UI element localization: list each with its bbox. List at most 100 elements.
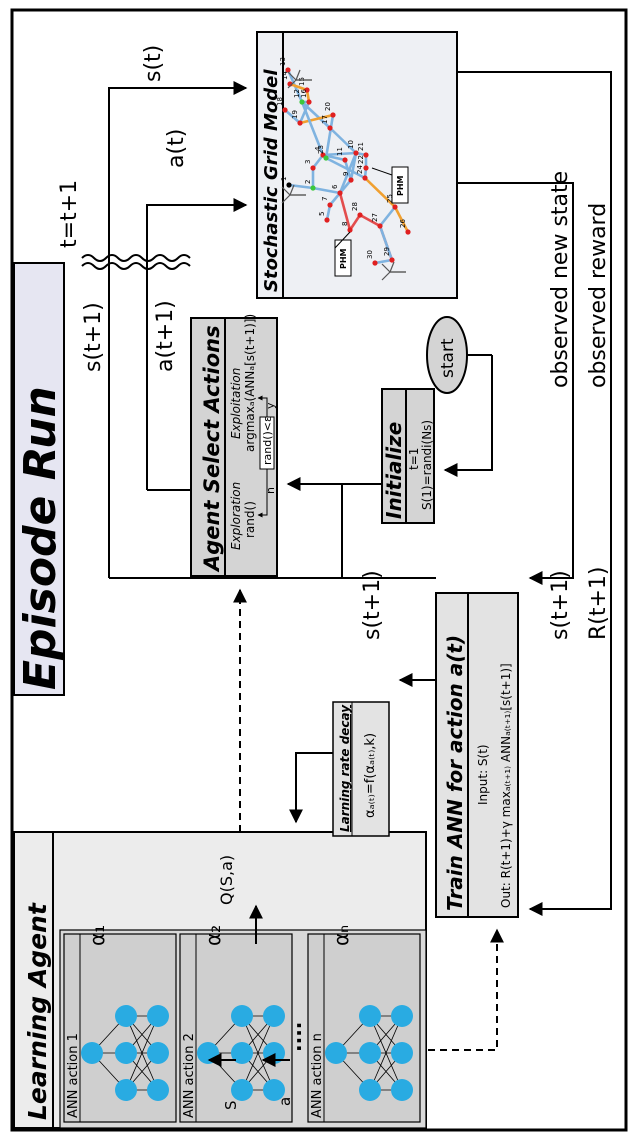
ann-input-neuron [391, 1079, 413, 1101]
exploration-fn: rand() [243, 501, 257, 538]
train-input: Input: S(t) [476, 744, 490, 805]
grid-bus-label: 17 [321, 115, 329, 124]
label-observed-reward: observed reward [586, 203, 611, 388]
grid-line [329, 192, 341, 206]
branch-yes-arrow [257, 395, 268, 417]
input-a-label: a [276, 1097, 294, 1106]
grid-bus-node [347, 227, 353, 233]
select-actions-box: Agent Select Actions Exploration rand() … [190, 314, 278, 577]
ann-hidden-neuron [231, 1005, 253, 1027]
label-s-t1-mid: s(t+1) [360, 570, 385, 640]
grid-bus-node [330, 112, 336, 118]
initialize-box: Initialize t=1 S(1)=randi(Ns) [381, 388, 435, 524]
grid-bus-node [363, 152, 369, 158]
grid-bus-label: 18 [276, 97, 284, 106]
initialize-line1: t=1 [407, 448, 421, 470]
alpha-2: α₂ [201, 925, 225, 946]
label-s-t: s(t) [141, 45, 166, 82]
wind-turbine-icon [287, 69, 312, 89]
grid-bus-node [327, 125, 333, 131]
grid-bus-node [348, 177, 354, 183]
lr-decay-title: Larning rate decay [338, 704, 352, 832]
grid-line [299, 113, 334, 125]
start-label: start [438, 338, 458, 378]
grid-bus-node [357, 212, 363, 218]
grid-line [312, 186, 341, 195]
grid-line [322, 151, 357, 157]
ann-hidden-neuron [359, 1005, 381, 1027]
grid-bus-node [306, 99, 312, 105]
ann-hidden-neuron [231, 1042, 253, 1064]
arrow-lr-agent [289, 752, 333, 824]
arrow-a-t [146, 198, 248, 490]
branch-no-label: n [264, 487, 277, 494]
phm-label: PHM [339, 248, 348, 269]
grid-bus-node [377, 223, 383, 229]
grid-network: 1234567891011121314151617181920212223242… [276, 57, 411, 281]
grid-line [298, 101, 311, 124]
wind-turbine-icon [281, 184, 306, 204]
learning-agent-title: Learning Agent [23, 902, 52, 1120]
grid-line [359, 213, 381, 228]
lr-decay-box: Larning rate decay αₐ₍ₜ₎=f(αₐ₍ₜ₎,k) [332, 701, 390, 837]
dashed-agent-train [428, 928, 504, 1051]
grid-bus-label: 29 [383, 247, 391, 256]
ann-output-neuron [325, 1042, 347, 1064]
ann-input-neuron [263, 1005, 285, 1027]
episode-run-title: Episode Run [15, 386, 66, 690]
initialize-line2: S(1)=randi(Ns) [420, 420, 434, 510]
grid-bus-node [286, 182, 292, 188]
ann-input-neuron [263, 1079, 285, 1101]
grid-bus-label: 26 [399, 219, 407, 228]
ann-label-1: ANN action 1 [66, 1033, 81, 1118]
grid-bus-label: 2 [304, 180, 312, 184]
grid-bus-label: 13 [279, 57, 287, 66]
start-node: start [426, 316, 468, 394]
ann-input-neuron [147, 1042, 169, 1064]
ann-ellipsis: .... [282, 1022, 306, 1052]
arrow-s-t [108, 81, 248, 578]
grid-line [374, 258, 393, 265]
grid-bus-label: 27 [371, 213, 379, 222]
arrow-observed-reward [457, 71, 612, 916]
grid-bus-label: 15 [298, 77, 306, 86]
grid-bus-node [310, 185, 316, 191]
ann-input-neuron [391, 1005, 413, 1027]
ann-label-n: ANN action n [310, 1033, 325, 1118]
ann-hidden-neuron [359, 1079, 381, 1101]
grid-bus-label: 20 [324, 102, 332, 111]
grid-bus-label: 28 [351, 202, 359, 211]
lr-decay-formula: αₐ₍ₜ₎=f(αₐ₍ₜ₎,k) [363, 733, 378, 818]
grid-bus-node [372, 260, 378, 266]
ann-hidden-neuron [231, 1079, 253, 1101]
grid-bus-node [362, 175, 368, 181]
grid-bus-label: 9 [342, 172, 350, 176]
grid-bus-node [405, 229, 411, 235]
label-observed-new-state: observed new state [548, 171, 573, 388]
grid-line [378, 225, 394, 261]
wind-turbine-icon [381, 261, 406, 281]
ann-hidden-neuron [359, 1042, 381, 1064]
phm-label: PHM [396, 175, 405, 196]
grid-bus-node [363, 165, 369, 171]
grid-bus-node [389, 257, 395, 263]
grid-bus-node [353, 150, 359, 156]
ann-input-neuron [147, 1005, 169, 1027]
grid-model-box: Stochastic Grid Model 123456789101112131… [256, 31, 458, 299]
ann-label-2: ANN action 2 [182, 1033, 197, 1118]
grid-bus-node [304, 87, 310, 93]
alpha-1: α₁ [85, 925, 109, 946]
train-ann-box: Train ANN for action a(t) Input: S(t) Ou… [435, 592, 519, 918]
grid-line [289, 82, 308, 92]
train-output: Out: R(t+1)+γ maxₐ₍ₜ₊₁₎ ANNₐ₍ₜ₊₁₎[s(t+1)… [499, 663, 513, 908]
grid-bus-label: 11 [336, 147, 344, 156]
grid-line [325, 156, 366, 180]
grid-bus-node [337, 190, 343, 196]
grid-bus-node [285, 67, 291, 73]
grid-bus-label: 14 [281, 71, 289, 80]
grid-bus-label: 21 [357, 142, 365, 151]
ann-output-neuron [81, 1042, 103, 1064]
ann-input-neuron [147, 1079, 169, 1101]
grid-bus-label: 30 [366, 250, 374, 259]
grid-line [300, 101, 325, 156]
